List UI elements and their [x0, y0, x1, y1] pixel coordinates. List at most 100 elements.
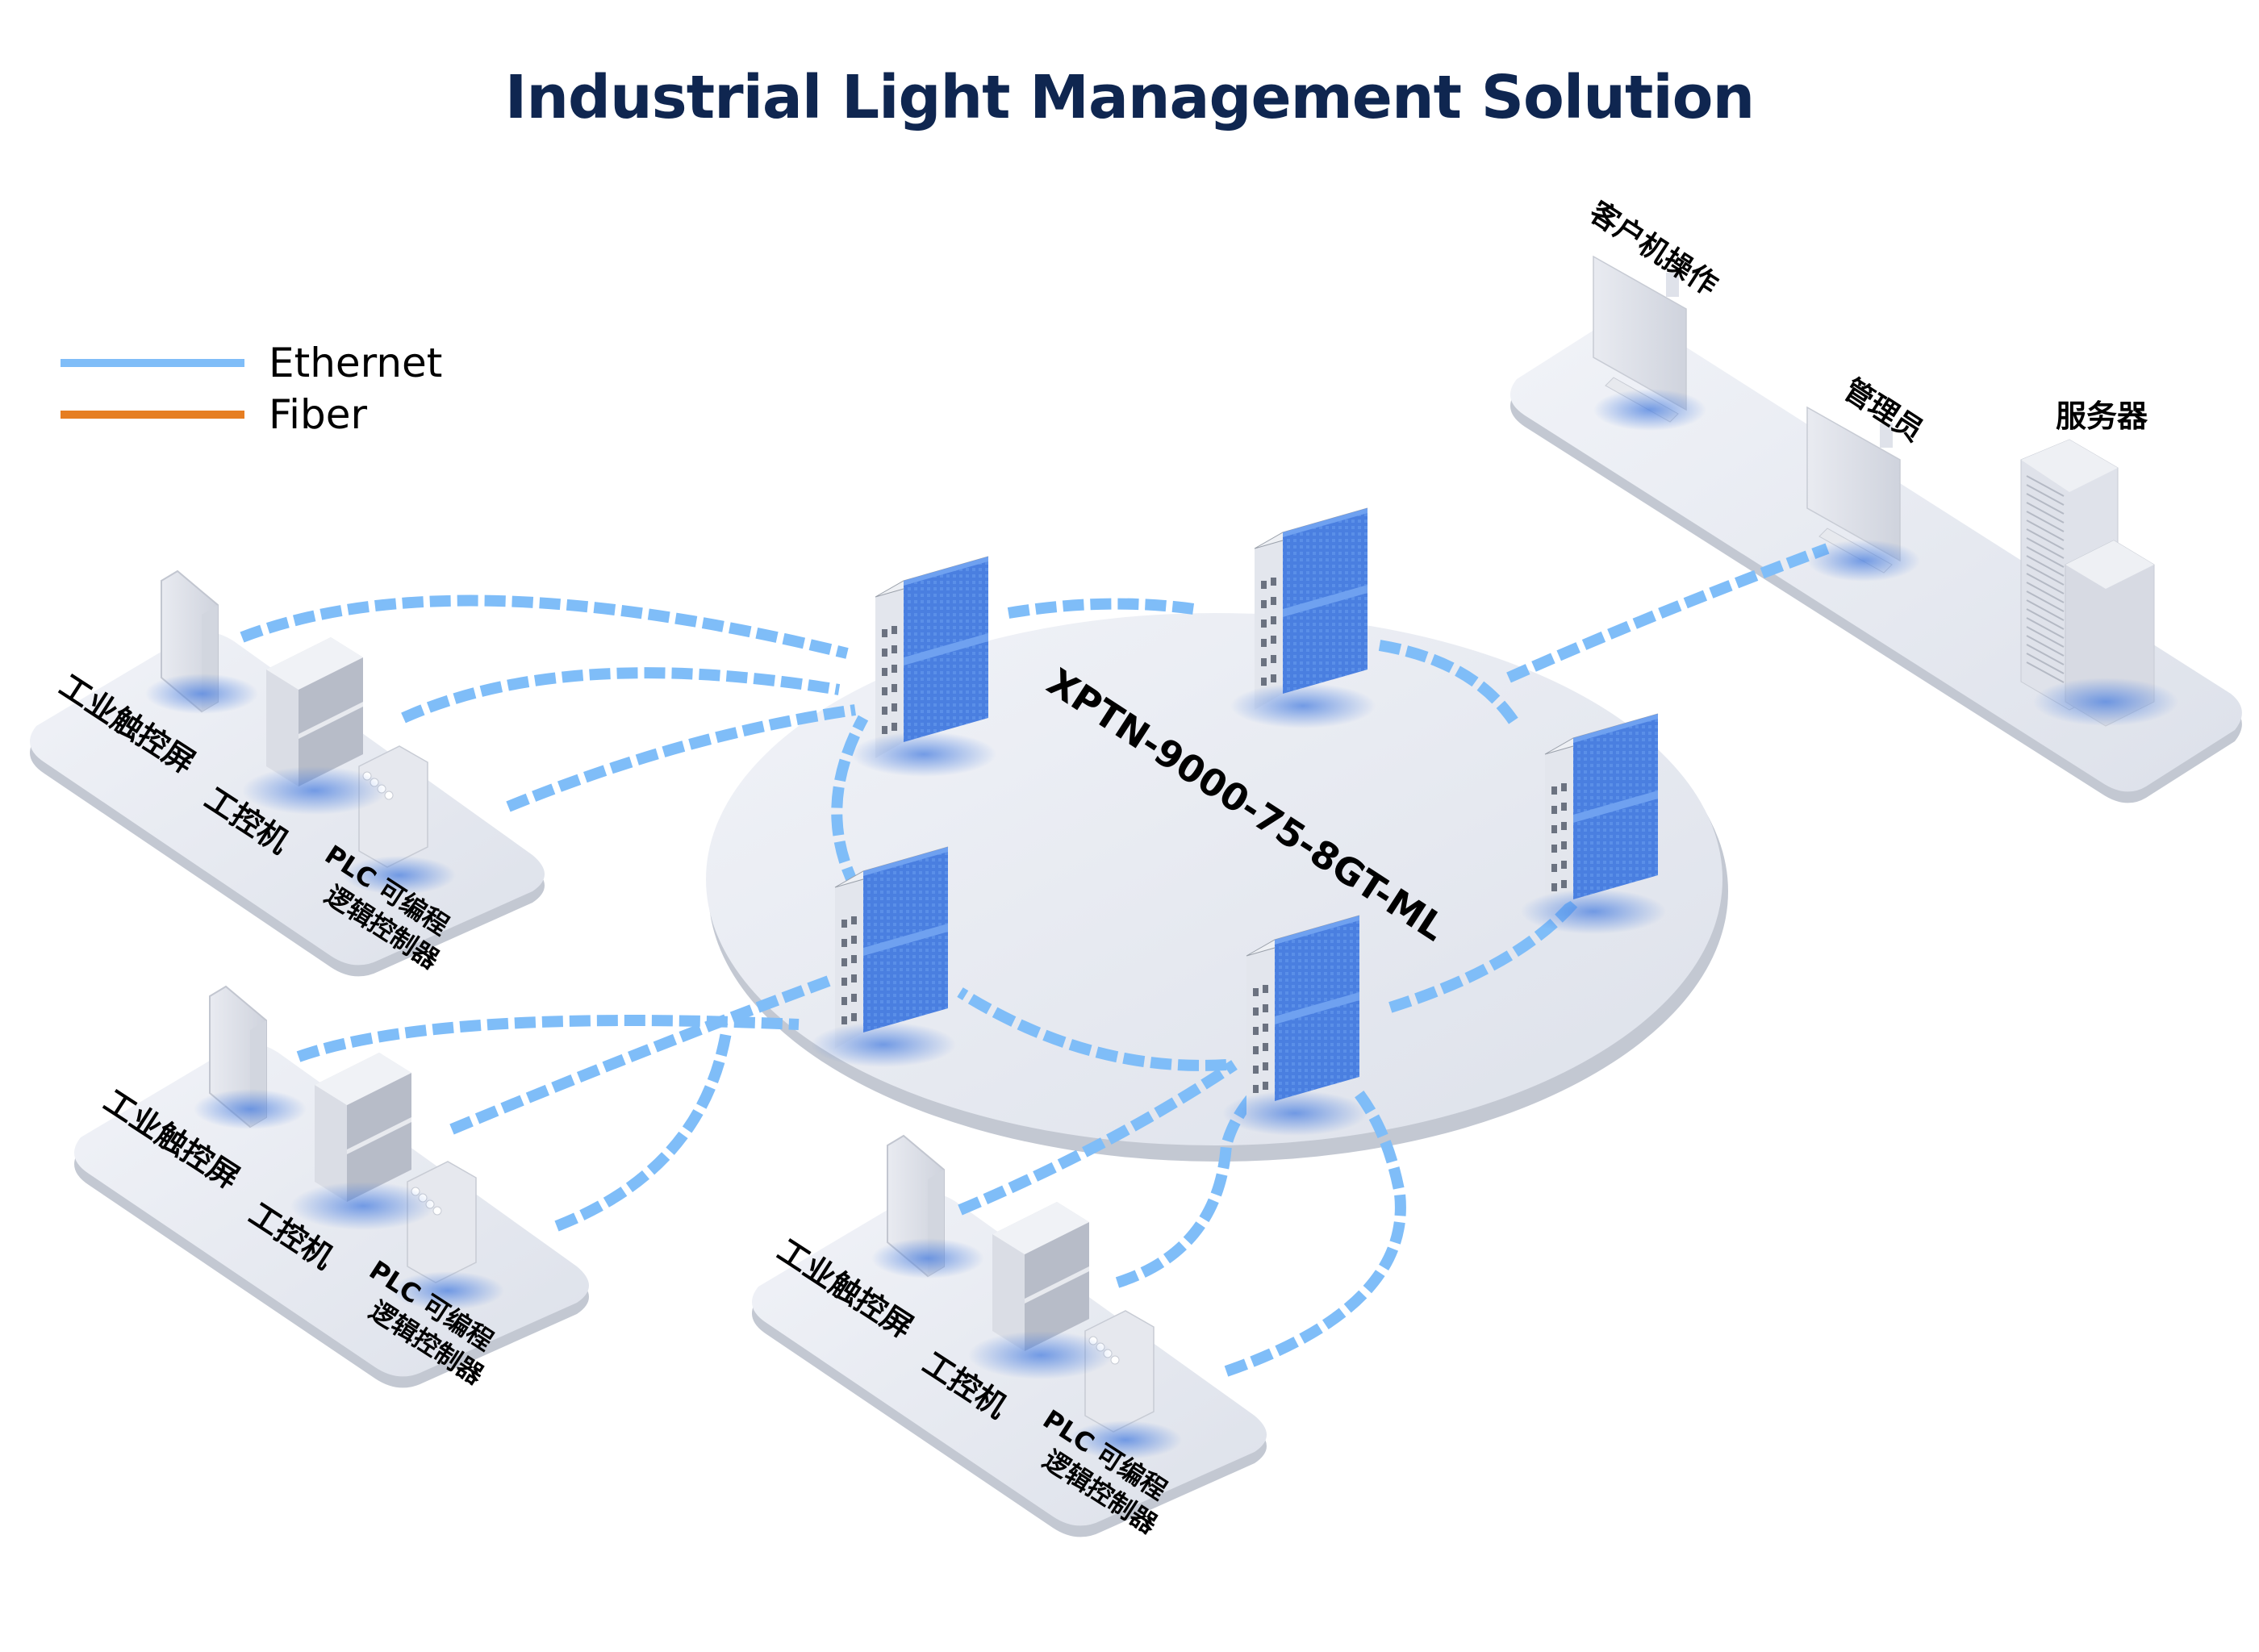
plc-body	[358, 745, 428, 868]
switch-port-icon	[1261, 658, 1267, 666]
switch-port-icon	[1253, 988, 1259, 996]
ipc-glow	[968, 1331, 1113, 1379]
ipc-divider	[299, 702, 363, 739]
switch-side-panel	[875, 581, 904, 758]
server-vent	[2026, 582, 2065, 603]
switch-port-icon	[841, 997, 847, 1005]
ethernet-link-7	[401, 667, 841, 724]
switch-port-icon	[1253, 1046, 1259, 1054]
server-vent	[2026, 537, 2065, 559]
switch-port-icon	[1551, 864, 1557, 872]
switch-port-icon	[851, 916, 857, 924]
legend-label-fiber: Fiber	[269, 391, 368, 438]
switch-port-icon	[851, 936, 857, 944]
switch-port-icon	[1263, 985, 1268, 993]
ethernet-link-6	[240, 594, 849, 659]
ethernet-link-14	[1224, 1085, 1406, 1377]
ethernet-link-1	[1007, 598, 1195, 619]
switch-port-icon	[1271, 636, 1276, 644]
page-title: Industrial Light Management Solution	[504, 63, 1755, 132]
fiber-line-swatch	[61, 411, 244, 419]
server-vent	[2026, 653, 2065, 674]
field-site-1-devices	[161, 569, 428, 868]
industrial-pc	[315, 1053, 411, 1202]
switch-port-icon	[1253, 1007, 1259, 1016]
ipc-top	[992, 1202, 1089, 1254]
switch-port-icon	[882, 668, 887, 676]
switch-port-icon	[1253, 1066, 1259, 1074]
ring-switch-4	[834, 846, 949, 1049]
switch-port-icon	[841, 978, 847, 986]
server-vent	[2026, 564, 2065, 586]
switch-port-icon	[1261, 620, 1267, 628]
field-site-3-devices	[887, 1134, 1155, 1433]
switch-port-icon	[1551, 845, 1557, 853]
ethernet-link-11	[554, 1031, 732, 1232]
ethernet-link-4	[957, 987, 1227, 1071]
ipc-top	[266, 637, 363, 690]
switch-port-icon	[1561, 841, 1567, 849]
switch-top-edge	[1283, 508, 1368, 537]
switch-port-icon	[851, 974, 857, 982]
industrial-pc	[992, 1202, 1089, 1351]
switch-port-icon	[841, 939, 847, 947]
switch-divider	[1283, 585, 1368, 617]
ethernet-link-10	[449, 974, 833, 1135]
switch-port-icon	[1263, 1043, 1268, 1051]
switch-port-icon	[891, 723, 897, 731]
switch-port-icon	[841, 958, 847, 966]
switch-port-icon	[891, 703, 897, 711]
plc-body	[407, 1161, 477, 1283]
ipc-divider	[347, 1117, 411, 1154]
plc-controller	[358, 745, 428, 868]
switch-port-icon	[1561, 861, 1567, 869]
server-vent	[2026, 519, 2065, 541]
server-top	[2021, 440, 2118, 492]
switch-top-edge	[904, 557, 988, 586]
switch-top-edge	[863, 847, 948, 876]
switch-glow	[1222, 1091, 1368, 1136]
ethernet-link-15	[1506, 543, 1830, 683]
switch-port-icon	[1261, 581, 1267, 589]
switch-port-icon	[1263, 1062, 1268, 1070]
server-vent	[2026, 626, 2065, 648]
switch-port-icon	[891, 665, 897, 673]
switch-divider	[904, 633, 988, 665]
server-vent	[2026, 493, 2065, 515]
server-vent	[2026, 644, 2065, 665]
ethernet-link-12	[958, 1060, 1238, 1216]
switch-port-icon	[1261, 678, 1267, 686]
server-label: 服务器	[2056, 398, 2148, 434]
ethernet-link-8	[506, 704, 856, 812]
server-vent	[2026, 475, 2065, 497]
ipc-glow	[290, 1182, 436, 1230]
touchscreen-glow	[145, 674, 258, 714]
ethernet-link-3	[1385, 899, 1578, 1014]
switch-top-edge	[1573, 714, 1658, 743]
switch-port-icon	[1551, 883, 1557, 891]
legend-item-fiber: Fiber	[61, 390, 367, 439]
ring-switch-3	[1544, 713, 1659, 916]
server-vent	[2026, 573, 2065, 594]
ring-switch-5	[1246, 915, 1360, 1117]
server-glow	[2033, 678, 2178, 726]
switch-port-icon	[1253, 1027, 1259, 1035]
server-top-short	[2065, 540, 2154, 589]
switch-port-icon	[1551, 786, 1557, 795]
switch-port-icon	[1263, 1082, 1268, 1090]
switch-port-icon	[841, 920, 847, 928]
server-vent	[2026, 635, 2065, 657]
server-vent	[2026, 502, 2065, 524]
server-vent	[2026, 484, 2065, 506]
server-vent	[2026, 661, 2065, 683]
switch-divider	[1275, 992, 1359, 1024]
switch-glow	[851, 732, 996, 777]
switch-port-icon	[891, 626, 897, 634]
switch-port-icon	[882, 687, 887, 695]
switch-port-icon	[1561, 803, 1567, 811]
switch-side-panel	[835, 871, 863, 1049]
monitor-stand	[1880, 423, 1893, 448]
switch-port-icon	[1561, 880, 1567, 888]
ethernet-link-9	[296, 1015, 800, 1062]
switch-port-icon	[1551, 806, 1557, 814]
